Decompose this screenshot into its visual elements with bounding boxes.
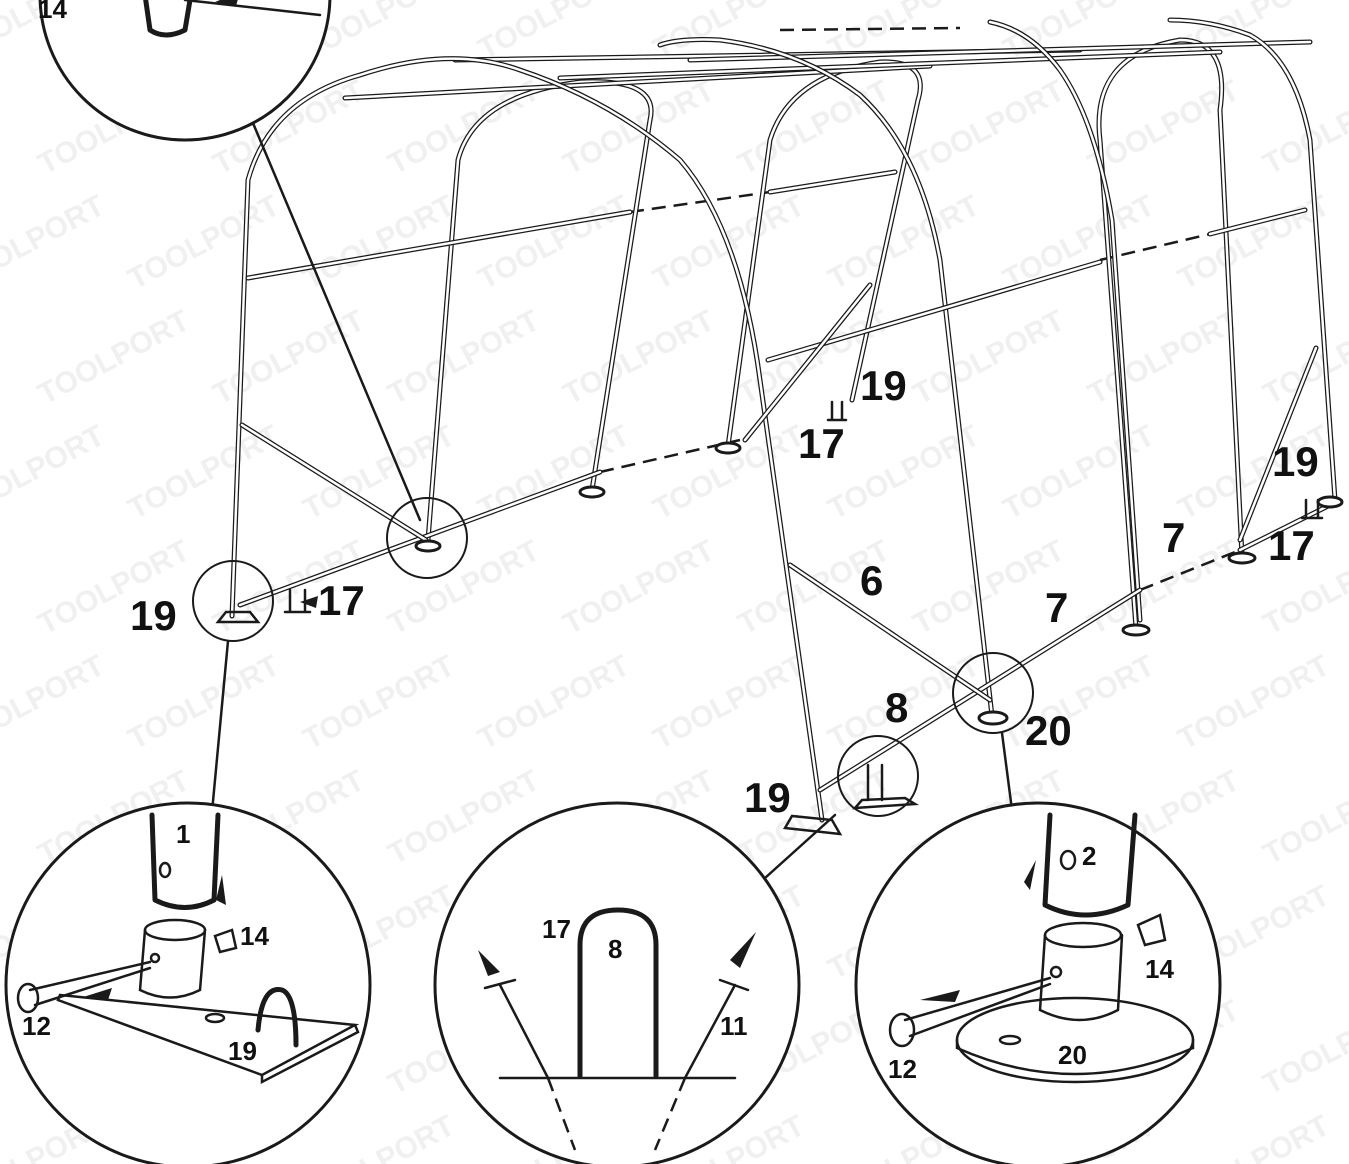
roof-purlins (342, 39, 1313, 101)
label-8-center: 8 (608, 934, 622, 964)
watermark-text: TOOLPORT (1258, 764, 1349, 871)
watermark-text: TOOLPORT (823, 189, 985, 296)
label-6: 6 (860, 557, 883, 604)
watermark-text: TOOLPORT (0, 419, 110, 526)
watermark-text: TOOLPORT (1083, 304, 1245, 411)
label-7-right: 7 (1162, 514, 1185, 561)
label-7-front: 7 (1045, 584, 1068, 631)
arrow-icon (730, 932, 756, 968)
label-1: 1 (176, 819, 190, 849)
label-19-mid: 19 (860, 362, 907, 409)
arrow-icon (478, 950, 500, 976)
label-12-right: 12 (888, 1054, 917, 1084)
detail-left-footplate: 1 14 12 19 (4, 801, 372, 1164)
label-20: 20 (1025, 707, 1072, 754)
label-11: 11 (720, 1011, 748, 1041)
label-12: 12 (22, 1011, 51, 1041)
detail-center-anchor: 8 17 11 (433, 801, 801, 1164)
watermark-text: TOOLPORT (1173, 189, 1335, 296)
watermark-text: TOOLPORT (1173, 649, 1335, 756)
watermark-text: TOOLPORT (1173, 1109, 1335, 1164)
foot-plates (215, 400, 1344, 836)
label-17-center: 17 (542, 914, 571, 944)
arrow-icon (1024, 860, 1036, 890)
label-19-right: 19 (1272, 438, 1319, 485)
dashed-continuation (599, 26, 1241, 592)
watermark-text: TOOLPORT (473, 649, 635, 756)
watermark-text: TOOLPORT (298, 189, 460, 296)
label-19-front: 19 (744, 774, 791, 821)
watermark-text: TOOLPORT (0, 189, 110, 296)
watermark-text: TOOLPORT (383, 534, 545, 641)
watermark-text: TOOLPORT (733, 74, 895, 181)
watermark-text: TOOLPORT (383, 304, 545, 411)
detail-callout-circles (192, 497, 1034, 817)
main-arches (229, 17, 1338, 823)
detail-right-roundplate: 2 14 12 20 (854, 801, 1222, 1164)
label-20-right: 20 (1058, 1040, 1087, 1070)
label-19: 19 (228, 1036, 257, 1066)
watermark-text: TOOLPORT (908, 304, 1070, 411)
watermark-text: TOOLPORT (998, 419, 1160, 526)
watermark-text: TOOLPORT (473, 189, 635, 296)
detail-top-left: 14 (38, 0, 332, 142)
watermark-text: TOOLPORT (123, 649, 285, 756)
label-8: 8 (885, 684, 908, 731)
label-17-right: 17 (1268, 522, 1315, 569)
watermark-text: TOOLPORT (908, 74, 1070, 181)
arrow-icon (80, 988, 112, 1000)
watermark-text: TOOLPORT (1258, 304, 1349, 411)
watermark-text: TOOLPORT (0, 649, 110, 756)
watermark-text: TOOLPORT (298, 1109, 460, 1164)
watermark-text: TOOLPORT (648, 649, 810, 756)
watermark-text: TOOLPORT (208, 304, 370, 411)
shelter-frame: 19 17 19 17 19 17 6 7 7 8 20 19 (130, 17, 1344, 880)
diagonal-braces (239, 114, 1319, 703)
arrow-icon (215, 0, 238, 6)
leader-lines (210, 639, 1014, 880)
base-rails (237, 469, 1333, 793)
arrow-icon (920, 990, 960, 1002)
watermark-text: TOOLPORT (998, 189, 1160, 296)
watermark-text: TOOLPORT (123, 189, 285, 296)
watermark-text: TOOLPORT (558, 534, 720, 641)
label-14-top: 14 (38, 0, 67, 24)
watermark-text: TOOLPORT (558, 304, 720, 411)
label-2: 2 (1082, 841, 1096, 871)
label-19-left: 19 (130, 592, 177, 639)
watermark-text: TOOLPORT (1258, 994, 1349, 1101)
watermark-text: TOOLPORT (33, 304, 195, 411)
watermark-text: TOOLPORT (298, 649, 460, 756)
label-17-mid: 17 (798, 420, 845, 467)
watermark-text: TOOLPORT (1258, 74, 1349, 181)
arrow-icon (216, 875, 226, 905)
arrow-icon (300, 596, 318, 608)
label-14-right: 14 (1145, 954, 1174, 984)
watermark-text: TOOLPORT (1173, 0, 1335, 66)
label-14: 14 (240, 921, 269, 951)
label-17-left: 17 (318, 577, 365, 624)
